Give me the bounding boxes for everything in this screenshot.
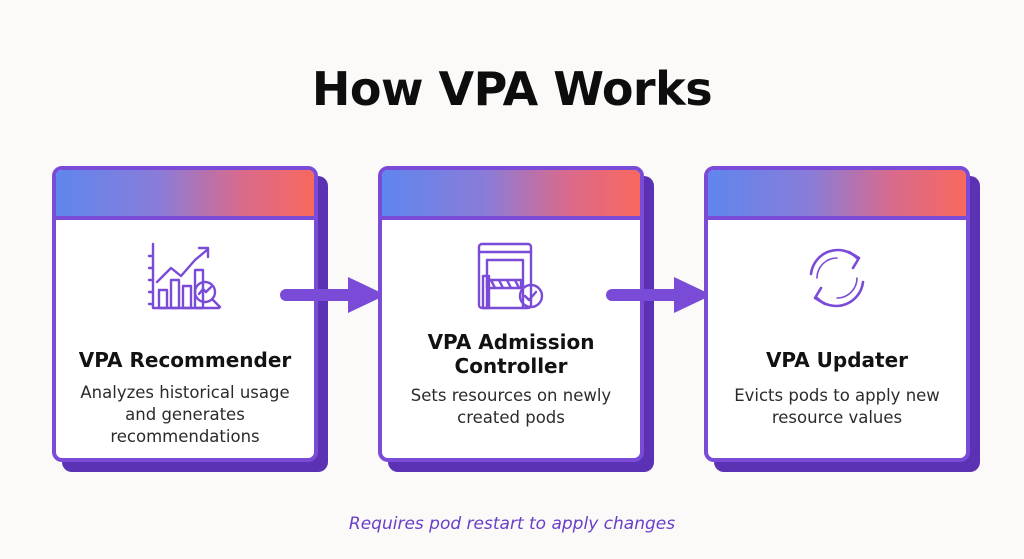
card-desc-line: resource values <box>771 408 903 427</box>
card-body: VPA Updater Evicts pods to apply new res… <box>704 166 970 462</box>
card-title-line: VPA Updater <box>765 348 909 372</box>
card-gradient-header <box>382 170 640 220</box>
card-body: VPA Admission Controller Sets resources … <box>378 166 644 462</box>
step-card-updater: VPA Updater Evicts pods to apply new res… <box>704 166 980 472</box>
card-title-line: VPA Recommender <box>78 348 292 372</box>
card-gradient-header <box>708 170 966 220</box>
step-card-recommender: VPA Recommender Analyzes historical usag… <box>52 166 328 472</box>
flow-arrow-1 <box>280 277 386 313</box>
card-title: VPA Admission Controller <box>382 330 640 378</box>
card-description: Evicts pods to apply new resource values <box>708 385 966 429</box>
admission-gate-icon <box>382 238 640 312</box>
card-desc-line: recommendations <box>110 427 260 446</box>
card-title-line: Controller <box>454 354 568 378</box>
card-title: VPA Updater <box>708 348 966 372</box>
card-desc-line: Analyzes historical usage <box>80 383 290 402</box>
card-description: Analyzes historical usage and generates … <box>56 382 314 448</box>
card-title-line: VPA Admission <box>427 330 595 354</box>
flow-arrow-2 <box>606 277 712 313</box>
card-desc-line: and generates <box>125 405 245 424</box>
footnote: Requires pod restart to apply changes <box>348 514 676 534</box>
step-card-admission-controller: VPA Admission Controller Sets resources … <box>378 166 654 472</box>
chart-analytics-icon <box>56 238 314 312</box>
card-desc-line: Sets resources on newly <box>410 386 612 405</box>
diagram-title: How VPA Works <box>311 62 713 116</box>
card-gradient-header <box>56 170 314 220</box>
card-desc-line: Evicts pods to apply new <box>734 386 940 405</box>
card-title: VPA Recommender <box>56 348 314 372</box>
card-body: VPA Recommender Analyzes historical usag… <box>52 166 318 462</box>
card-description: Sets resources on newly created pods <box>382 385 640 429</box>
refresh-cycle-icon <box>708 238 966 312</box>
card-desc-line: created pods <box>457 408 565 427</box>
